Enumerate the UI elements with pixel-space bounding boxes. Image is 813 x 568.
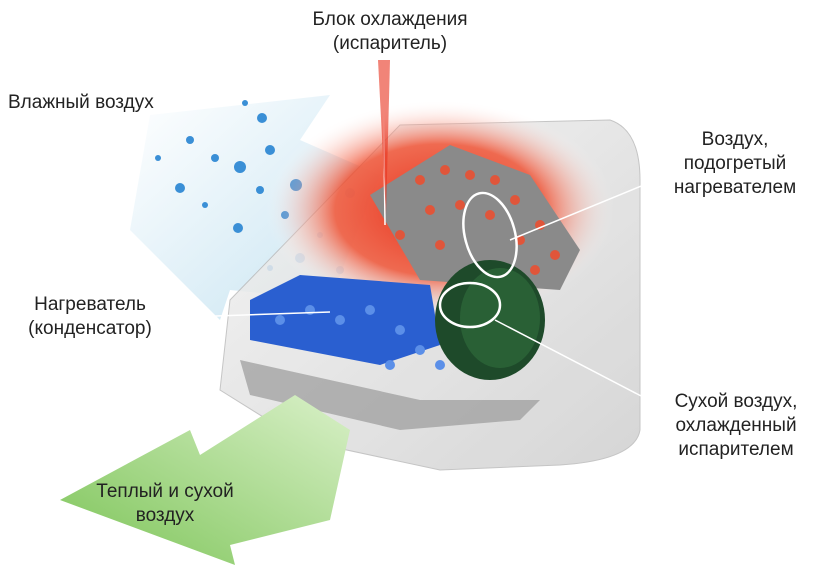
label-line: воздух bbox=[135, 505, 195, 526]
label-line: Теплый и сухой bbox=[96, 481, 234, 502]
callout-ellipse-mid bbox=[438, 281, 502, 329]
label-line: подогретый bbox=[683, 153, 787, 174]
label-line: нагревателем bbox=[673, 177, 797, 198]
label-line: Нагреватель bbox=[34, 294, 146, 315]
label-humid-air: Влажный воздух bbox=[8, 92, 154, 113]
label-heater: Нагреватель (конденсатор) bbox=[10, 293, 170, 341]
label-heated-air: Воздух, подогретый нагревателем bbox=[660, 128, 810, 200]
louvers bbox=[240, 360, 540, 430]
label-warm-dry-air: Теплый и сухой воздух bbox=[80, 480, 250, 528]
label-line: Воздух, bbox=[701, 129, 769, 150]
label-line: испарителем bbox=[678, 439, 794, 460]
label-evaporator: Блок охлаждения (испаритель) bbox=[300, 8, 480, 56]
callout-ellipse-top bbox=[462, 191, 518, 279]
label-line: Блок охлаждения bbox=[312, 9, 468, 30]
warm-dry-air-arrow bbox=[60, 395, 350, 565]
evaporator-tubes bbox=[395, 165, 560, 275]
label-line: (конденсатор) bbox=[28, 318, 152, 339]
label-dry-cool-air: Сухой воздух, охлажденный испарителем bbox=[660, 390, 812, 462]
label-line: (испаритель) bbox=[332, 33, 448, 54]
condenser-tubes bbox=[275, 305, 445, 370]
label-line: Сухой воздух, bbox=[674, 391, 798, 412]
label-line: охлажденный bbox=[675, 415, 797, 436]
